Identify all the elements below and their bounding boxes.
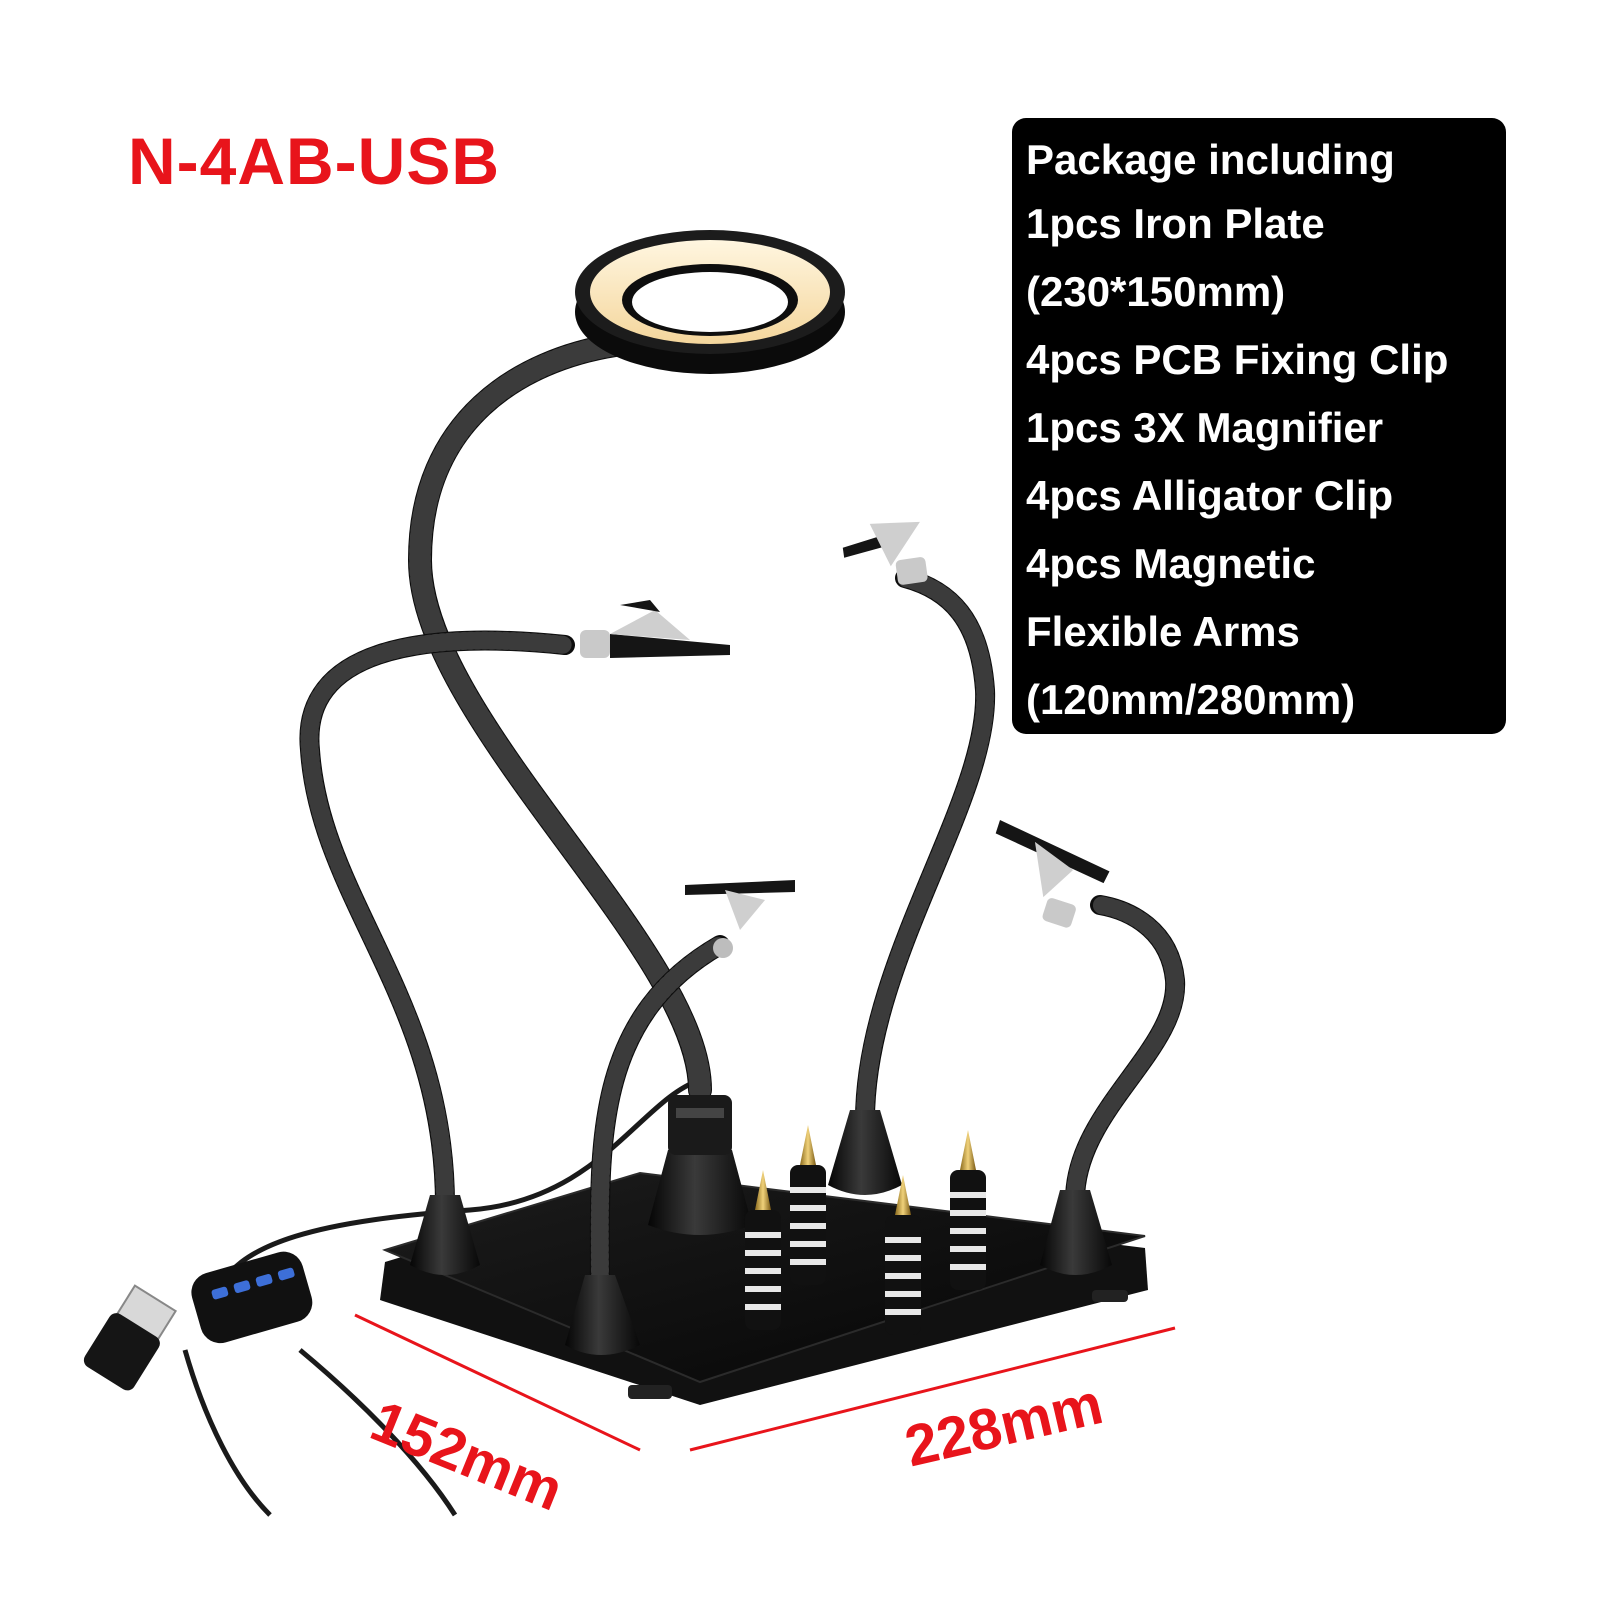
package-item: 1pcs 3X Magnifier [1026,404,1384,451]
alligator-clips [580,521,1110,958]
alligator-clip [995,820,1110,928]
package-item: 4pcs Alligator Clip [1026,472,1394,519]
package-item: 4pcs PCB Fixing Clip [1026,336,1449,383]
magnetic-bases [410,1095,1112,1355]
depth-line [354,1313,641,1452]
arm-base [565,1275,640,1355]
pcb-fixing-clip [885,1175,921,1335]
width-line [689,1326,1176,1452]
alligator-clip [842,521,928,585]
pcb-fixing-clip [790,1125,826,1285]
usb-plug-icon [83,1284,178,1391]
flexible-arms [299,333,1186,1295]
switch-controller [191,1251,313,1344]
package-info-box: Package including 1pcs Iron Plate (230*1… [1012,118,1506,734]
pcb-fixing-clips [745,1125,986,1335]
led-ring-magnifier [575,230,845,374]
arm-base [1040,1190,1112,1275]
package-item: 4pcs Magnetic [1026,540,1316,587]
arm-base [828,1110,902,1195]
alligator-clip [685,880,795,958]
arm-base [648,1150,752,1235]
arm-base [410,1195,480,1275]
alligator-clip [580,600,730,658]
usb-cable [182,1077,701,1517]
package-item: (230*150mm) [1026,268,1286,315]
pcb-fixing-clip [745,1170,781,1330]
package-heading: Package including [1026,136,1395,183]
pcb-fixing-clip [950,1130,986,1290]
model-title: N-4AB-USB [128,124,500,198]
package-item: (120mm/280mm) [1026,676,1356,723]
package-item: 1pcs Iron Plate [1026,200,1325,247]
dimension-lines [354,1313,1176,1452]
package-item: Flexible Arms [1026,608,1300,655]
